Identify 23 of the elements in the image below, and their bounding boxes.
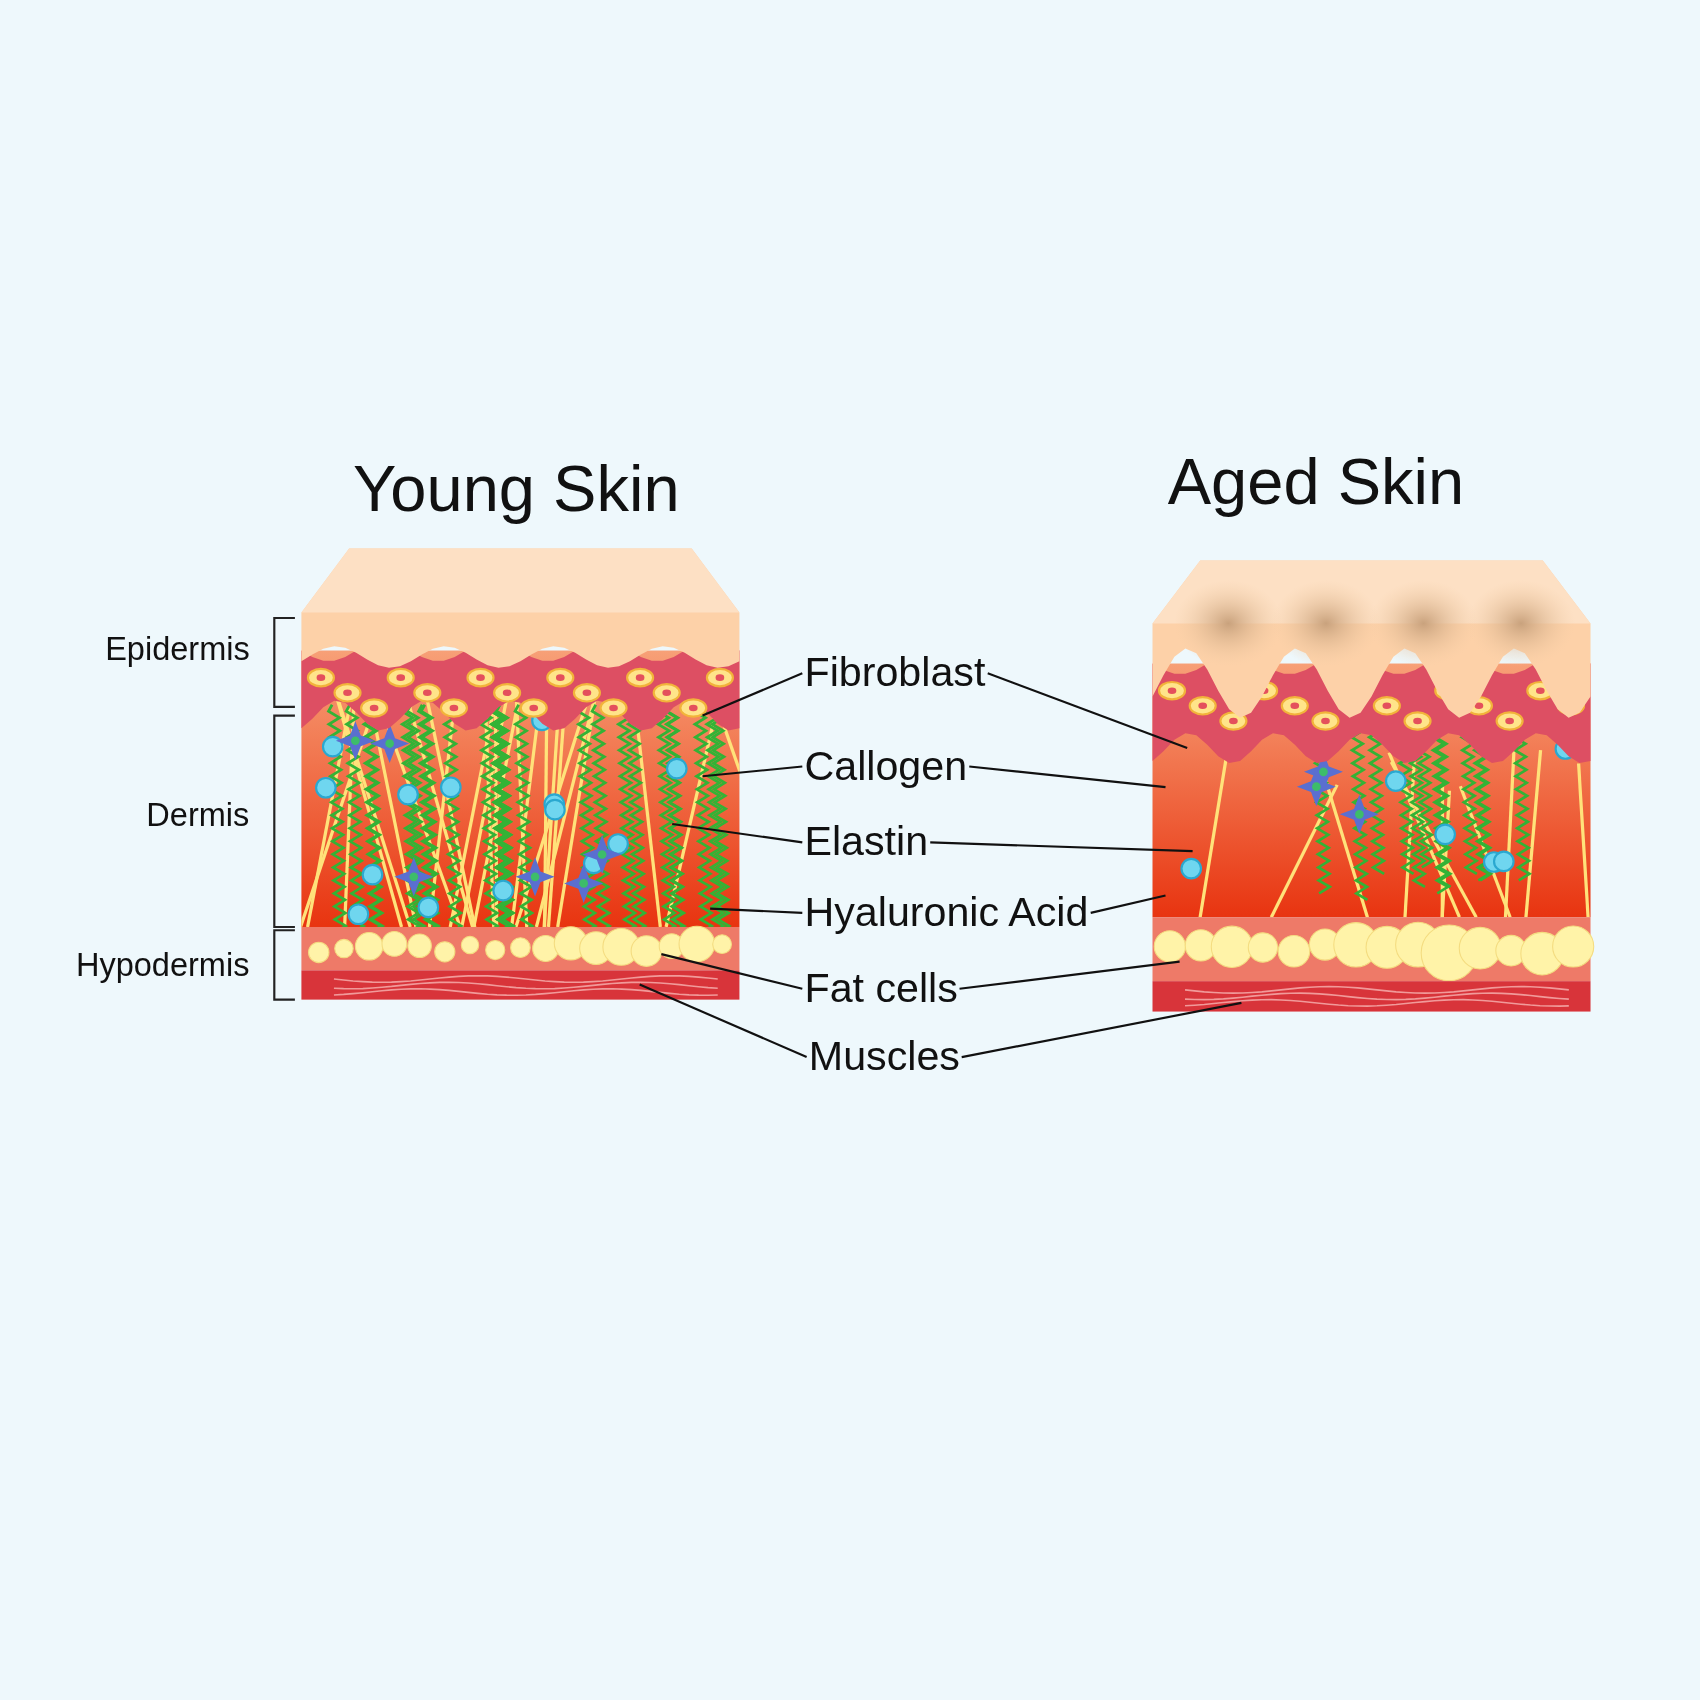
leader-line <box>661 953 803 990</box>
panel-heading: Young Skin <box>352 453 680 525</box>
layer-label: Hypodermis <box>75 946 250 983</box>
part-label: Callogen <box>804 743 968 790</box>
part-label: Fat cells <box>804 966 958 1012</box>
layer-label: Epidermis <box>105 631 250 667</box>
leader-line <box>930 841 1193 853</box>
leader-line <box>639 983 808 1059</box>
panel-heading: Aged Skin <box>1167 446 1465 519</box>
leader-line <box>969 765 1166 789</box>
leader-line <box>987 672 1188 750</box>
leader-line <box>702 672 803 717</box>
leader-line <box>672 822 803 844</box>
part-label: Hyaluronic Acid <box>804 890 1089 936</box>
leader-line <box>959 960 1180 990</box>
layer-label: Dermis <box>146 796 250 833</box>
part-label: Muscles <box>808 1034 960 1080</box>
leader-line <box>1090 894 1166 914</box>
leader-line <box>710 907 803 914</box>
leader-line <box>702 765 803 778</box>
part-label: Elastin <box>804 819 929 865</box>
part-label: Fibroblast <box>804 650 986 696</box>
leader-line <box>961 1001 1242 1059</box>
